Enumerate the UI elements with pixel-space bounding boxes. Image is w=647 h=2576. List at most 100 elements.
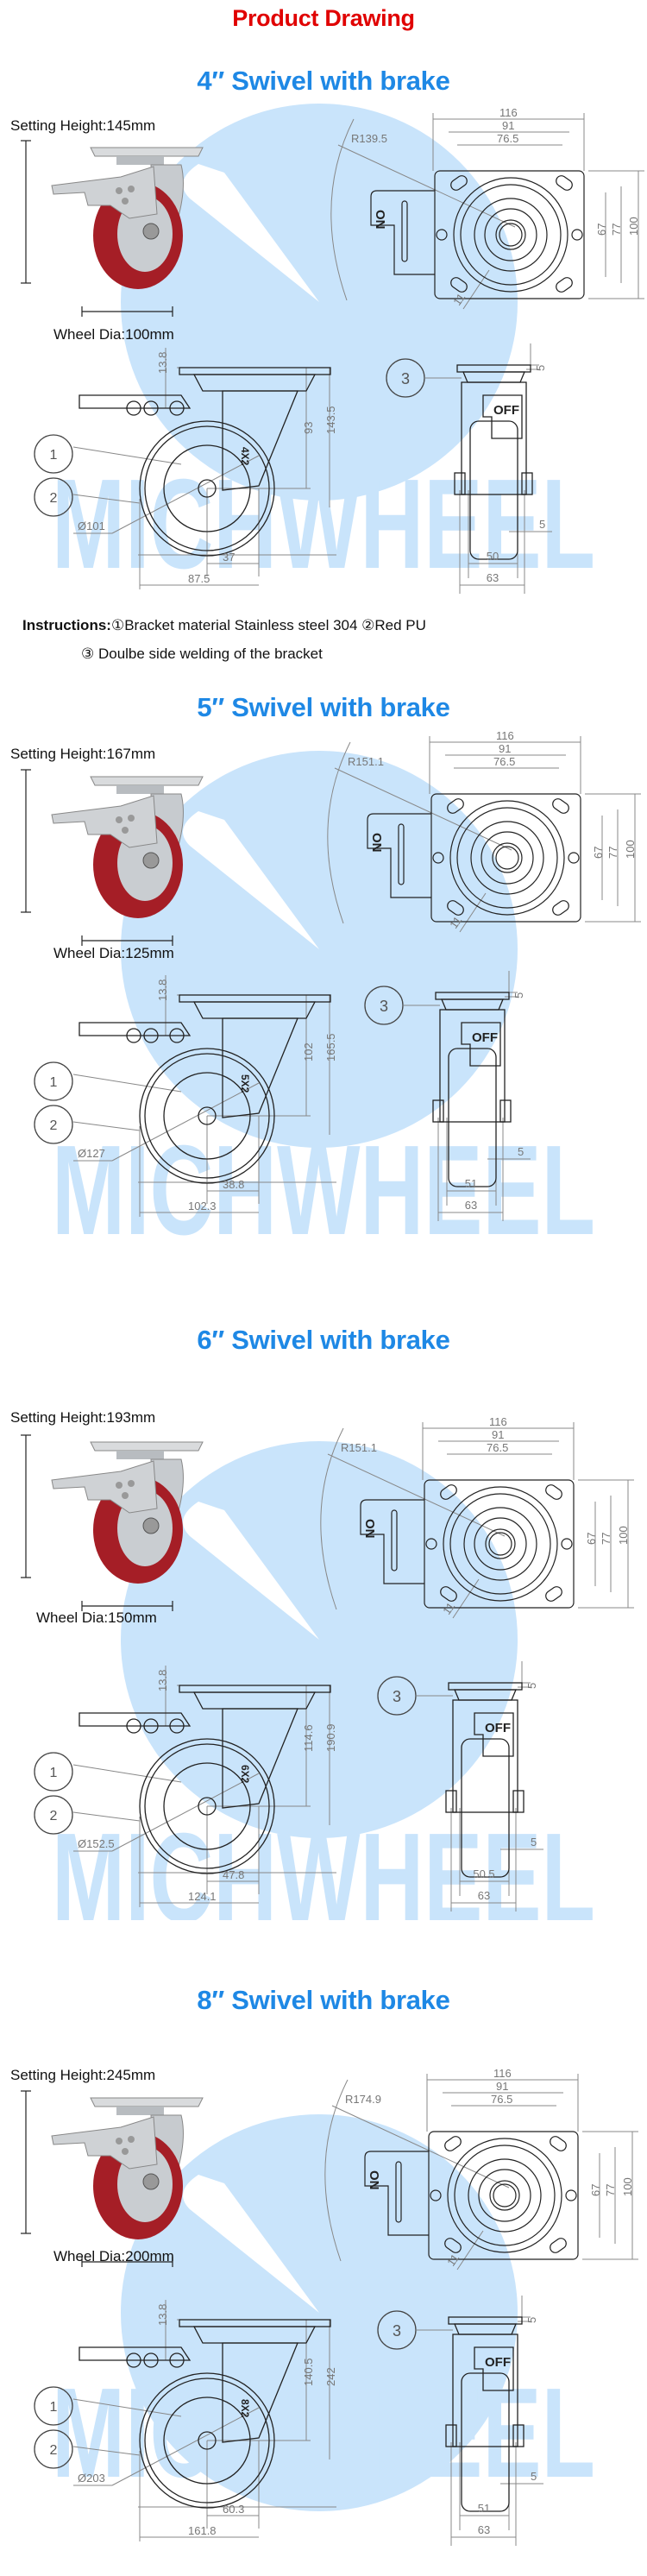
mount-plate-front [448, 1682, 523, 1691]
setting-height-label: Setting Height:245mm [10, 2067, 156, 2083]
mount-plate-side [179, 1685, 331, 1693]
dim-w1: 116 [499, 106, 518, 119]
watermark: MICHWHEEL [52, 1441, 595, 1920]
instructions-line-1: Instructions:①Bracket material Stainless… [22, 617, 426, 634]
mount-plate-side [179, 994, 331, 1003]
label-3: 3 [380, 998, 388, 1015]
callout-1 [34, 1752, 73, 1792]
label-3: 3 [393, 1688, 401, 1705]
watermark: MICHWHEEL [52, 104, 595, 595]
fork-side [222, 1017, 298, 1118]
front-view-drawing: 3 OFF 5 5 51 63 [377, 2296, 543, 2546]
fork-side [222, 390, 298, 491]
brake-label: OFF [493, 403, 519, 418]
callout-1 [34, 2386, 73, 2426]
dim-width: 102.3 [188, 1200, 217, 1212]
caster-section-1: MICHWHEEL 4″ Swivel with brake Setting H… [0, 50, 647, 689]
watermark-logo [121, 751, 518, 1148]
setting-height-label: Setting Height:167mm [10, 746, 156, 762]
top-view-drawing: R151.1 116 91 76.5 67 77 100 11 ON [327, 729, 641, 933]
dim-axle: 140.5 [302, 2358, 315, 2386]
dim-dia: Ø203 [78, 2472, 105, 2485]
watermark: MICHWHEEL [52, 2114, 595, 2511]
wheel-front [461, 1738, 510, 1878]
dim-side-gap: 5 [531, 2470, 537, 2483]
dim-wheel-w: 50.5 [473, 1867, 494, 1880]
fork-side [222, 1708, 298, 1809]
instructions-line-2: ③ Doulbe side welding of the bracket [81, 646, 323, 662]
dim-w2: 91 [492, 1428, 504, 1441]
dim-side-gap: 5 [518, 1145, 524, 1158]
dim-offset-side: 47.8 [223, 1868, 244, 1881]
mount-plate-front [448, 2316, 523, 2325]
caster-section-2: MICHWHEEL 5″ Swivel with brake Setting H… [0, 682, 647, 1320]
label-2: 2 [50, 1118, 58, 1133]
dim-axle: 102 [302, 1042, 315, 1061]
dim-plate: 13.8 [156, 2304, 169, 2326]
dim-radius: R139.5 [351, 132, 387, 145]
bracket-front [452, 2334, 518, 2447]
dim-bracket-w: 63 [465, 1199, 477, 1212]
watermark-word: MICHWHEEL [52, 453, 595, 595]
dim-h1: 67 [592, 847, 605, 859]
dim-plate: 13.8 [156, 352, 169, 374]
watermark-cutout [183, 1502, 319, 1640]
bracket-front [439, 1009, 506, 1123]
dim-radius: R174.9 [345, 2093, 381, 2106]
callout-1 [34, 434, 73, 474]
label-2: 2 [50, 1809, 58, 1823]
product-photo [21, 769, 204, 946]
front-view-drawing: 3 OFF 5 5 51 63 [364, 971, 531, 1221]
page-title: Product Drawing [232, 5, 415, 31]
dim-offset-side: 60.3 [223, 2503, 244, 2516]
brake-pedal [51, 795, 158, 848]
dim-w3: 76.5 [493, 755, 515, 768]
dim-w2: 91 [499, 742, 511, 755]
dim-wheel-w: 51 [478, 2502, 490, 2515]
top-view-drawing: R151.1 116 91 76.5 67 77 100 11 ON [320, 1415, 634, 1619]
label-1: 1 [50, 1766, 58, 1780]
section-title: 5″ Swivel with brake [197, 692, 450, 722]
callout-1 [34, 1061, 73, 1101]
top-plate [90, 147, 204, 157]
watermark-cutout [183, 164, 319, 302]
dim-offset-side: 37 [223, 551, 235, 564]
dim-total: 190.9 [324, 1723, 337, 1752]
label-1: 1 [50, 1075, 58, 1090]
dim-total: 143.5 [324, 406, 337, 434]
dim-h2: 77 [604, 2184, 617, 2196]
mount-plate [428, 2131, 579, 2260]
section-title: 6″ Swivel with brake [197, 1325, 450, 1355]
setting-height-label: Setting Height:145mm [10, 117, 156, 134]
label-1: 1 [50, 448, 58, 463]
dim-h3: 100 [627, 217, 640, 236]
label-2: 2 [50, 491, 58, 506]
dim-plate: 13.8 [156, 979, 169, 1001]
swing-radius-arc [320, 1427, 344, 1610]
dim-dia: Ø152.5 [78, 1837, 115, 1850]
mount-plate-side [179, 2319, 331, 2327]
brake-label: OFF [485, 1721, 511, 1735]
callout-3 [386, 358, 425, 398]
dim-axle: 114.6 [302, 1724, 315, 1752]
callout-3 [364, 986, 404, 1025]
label-3: 3 [393, 2322, 401, 2340]
dim-gap: 5 [525, 2317, 538, 2323]
dim-gap: 5 [534, 365, 547, 371]
dim-total: 165.5 [324, 1033, 337, 1061]
brake-lever-outline [367, 813, 431, 898]
top-plate [90, 2097, 204, 2107]
bracket-front [461, 381, 527, 495]
callout-2 [34, 1795, 73, 1835]
dim-dia: Ø101 [78, 520, 105, 532]
wheel-outer [139, 2372, 275, 2509]
dim-radius: R151.1 [348, 755, 384, 768]
wheel-diameter-label: Wheel Dia:150mm [36, 1609, 157, 1626]
mount-plate-side [179, 367, 331, 375]
instructions-label: Instructions: [22, 617, 111, 633]
brake-lever-outline [364, 2151, 429, 2236]
dim-w1: 116 [496, 729, 514, 742]
dim-h2: 77 [610, 224, 623, 236]
dim-width: 161.8 [188, 2524, 217, 2537]
tread-label: 6X2 [239, 1765, 251, 1784]
